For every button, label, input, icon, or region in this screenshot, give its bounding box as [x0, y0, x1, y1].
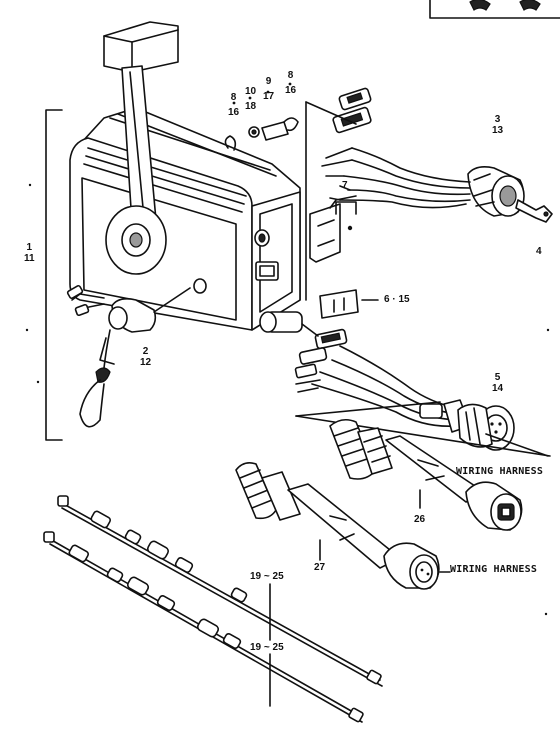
callout-6-15: 6 · 15 [384, 294, 410, 305]
callout-text: 13 [492, 125, 504, 136]
callout-text: 3 [494, 114, 501, 125]
callout-text: 8 [287, 70, 294, 81]
remote-control-box [69, 107, 303, 333]
callout-2-12: 2 12 [140, 346, 151, 368]
throttle-lever [103, 21, 179, 275]
wiring-harness-26 [329, 418, 523, 531]
callout-text: 2 [142, 346, 149, 357]
small-hardware [224, 82, 299, 151]
callout-text: 17 [263, 91, 275, 102]
callout-text: 5 [494, 372, 501, 383]
callout-text: 16 [285, 85, 297, 96]
main-switch [305, 87, 553, 301]
callout-text: 18 [245, 101, 257, 112]
callout-3-13: 3 13 [492, 114, 503, 136]
harness-connector [294, 323, 515, 451]
callout-text: 12 [140, 357, 152, 368]
callout-5-14: 5 14 [492, 372, 503, 394]
stop-switch [66, 284, 157, 428]
callout-text: 1 [26, 242, 33, 253]
control-cables [43, 495, 383, 723]
wiring-harness-label-1: WIRING HARNESS [456, 466, 544, 477]
bracket-part [309, 195, 357, 263]
callout-text: 16 [228, 107, 240, 118]
callout-text: 9 [265, 76, 272, 87]
callout-19-25-top: 19 ~ 25 [250, 571, 284, 582]
callout-19-25-bottom: 19 ~ 25 [250, 642, 284, 653]
callout-1-11: 1 11 [24, 242, 35, 264]
assembly-bracket [45, 109, 63, 441]
callout-text: 10 [245, 86, 257, 97]
callout-text: 14 [492, 383, 504, 394]
callout-8-16-left: 8 16 [228, 92, 239, 118]
corner-frame [429, 0, 560, 19]
callout-text: 8 [230, 92, 237, 103]
callout-8-16-right: 8 16 [285, 70, 296, 96]
wiring-harness-27 [235, 462, 451, 590]
callout-7: 7 [342, 180, 348, 191]
callout-4: 4 [536, 246, 542, 257]
scan-noise [25, 183, 550, 616]
callout-text: 11 [24, 253, 35, 264]
callout-27: 27 [314, 562, 326, 573]
callout-9-17: 9 17 [263, 76, 274, 102]
callout-10-18: 10 18 [245, 86, 256, 112]
plate-part [319, 289, 379, 319]
wiring-harness-label-2: WIRING HARNESS [450, 564, 538, 575]
callout-26: 26 [414, 514, 426, 525]
